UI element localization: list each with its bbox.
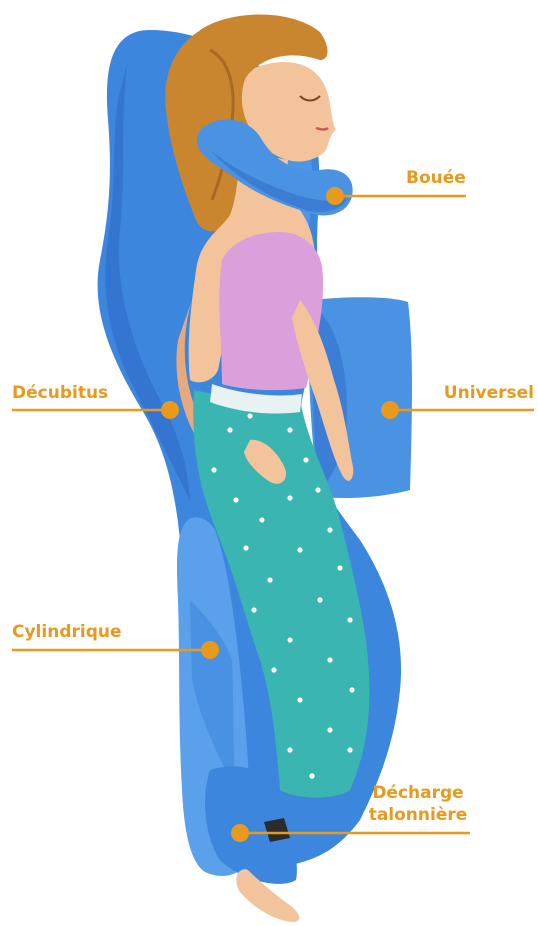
marker-dot-cylindrique — [201, 641, 219, 659]
label-decharge-line2: talonnière — [368, 805, 468, 825]
marker-dot-bouee — [326, 187, 344, 205]
lips — [316, 128, 328, 130]
marker-dot-decubitus — [161, 401, 179, 419]
label-universel: Universel — [444, 383, 534, 403]
label-decubitus: Décubitus — [12, 383, 108, 403]
marker-dot-universel — [381, 401, 399, 419]
label-decharge-line1: Décharge — [368, 783, 468, 803]
label-cylindrique: Cylindrique — [12, 622, 122, 642]
marker-dot-decharge — [231, 824, 249, 842]
label-bouee: Bouée — [406, 168, 466, 188]
